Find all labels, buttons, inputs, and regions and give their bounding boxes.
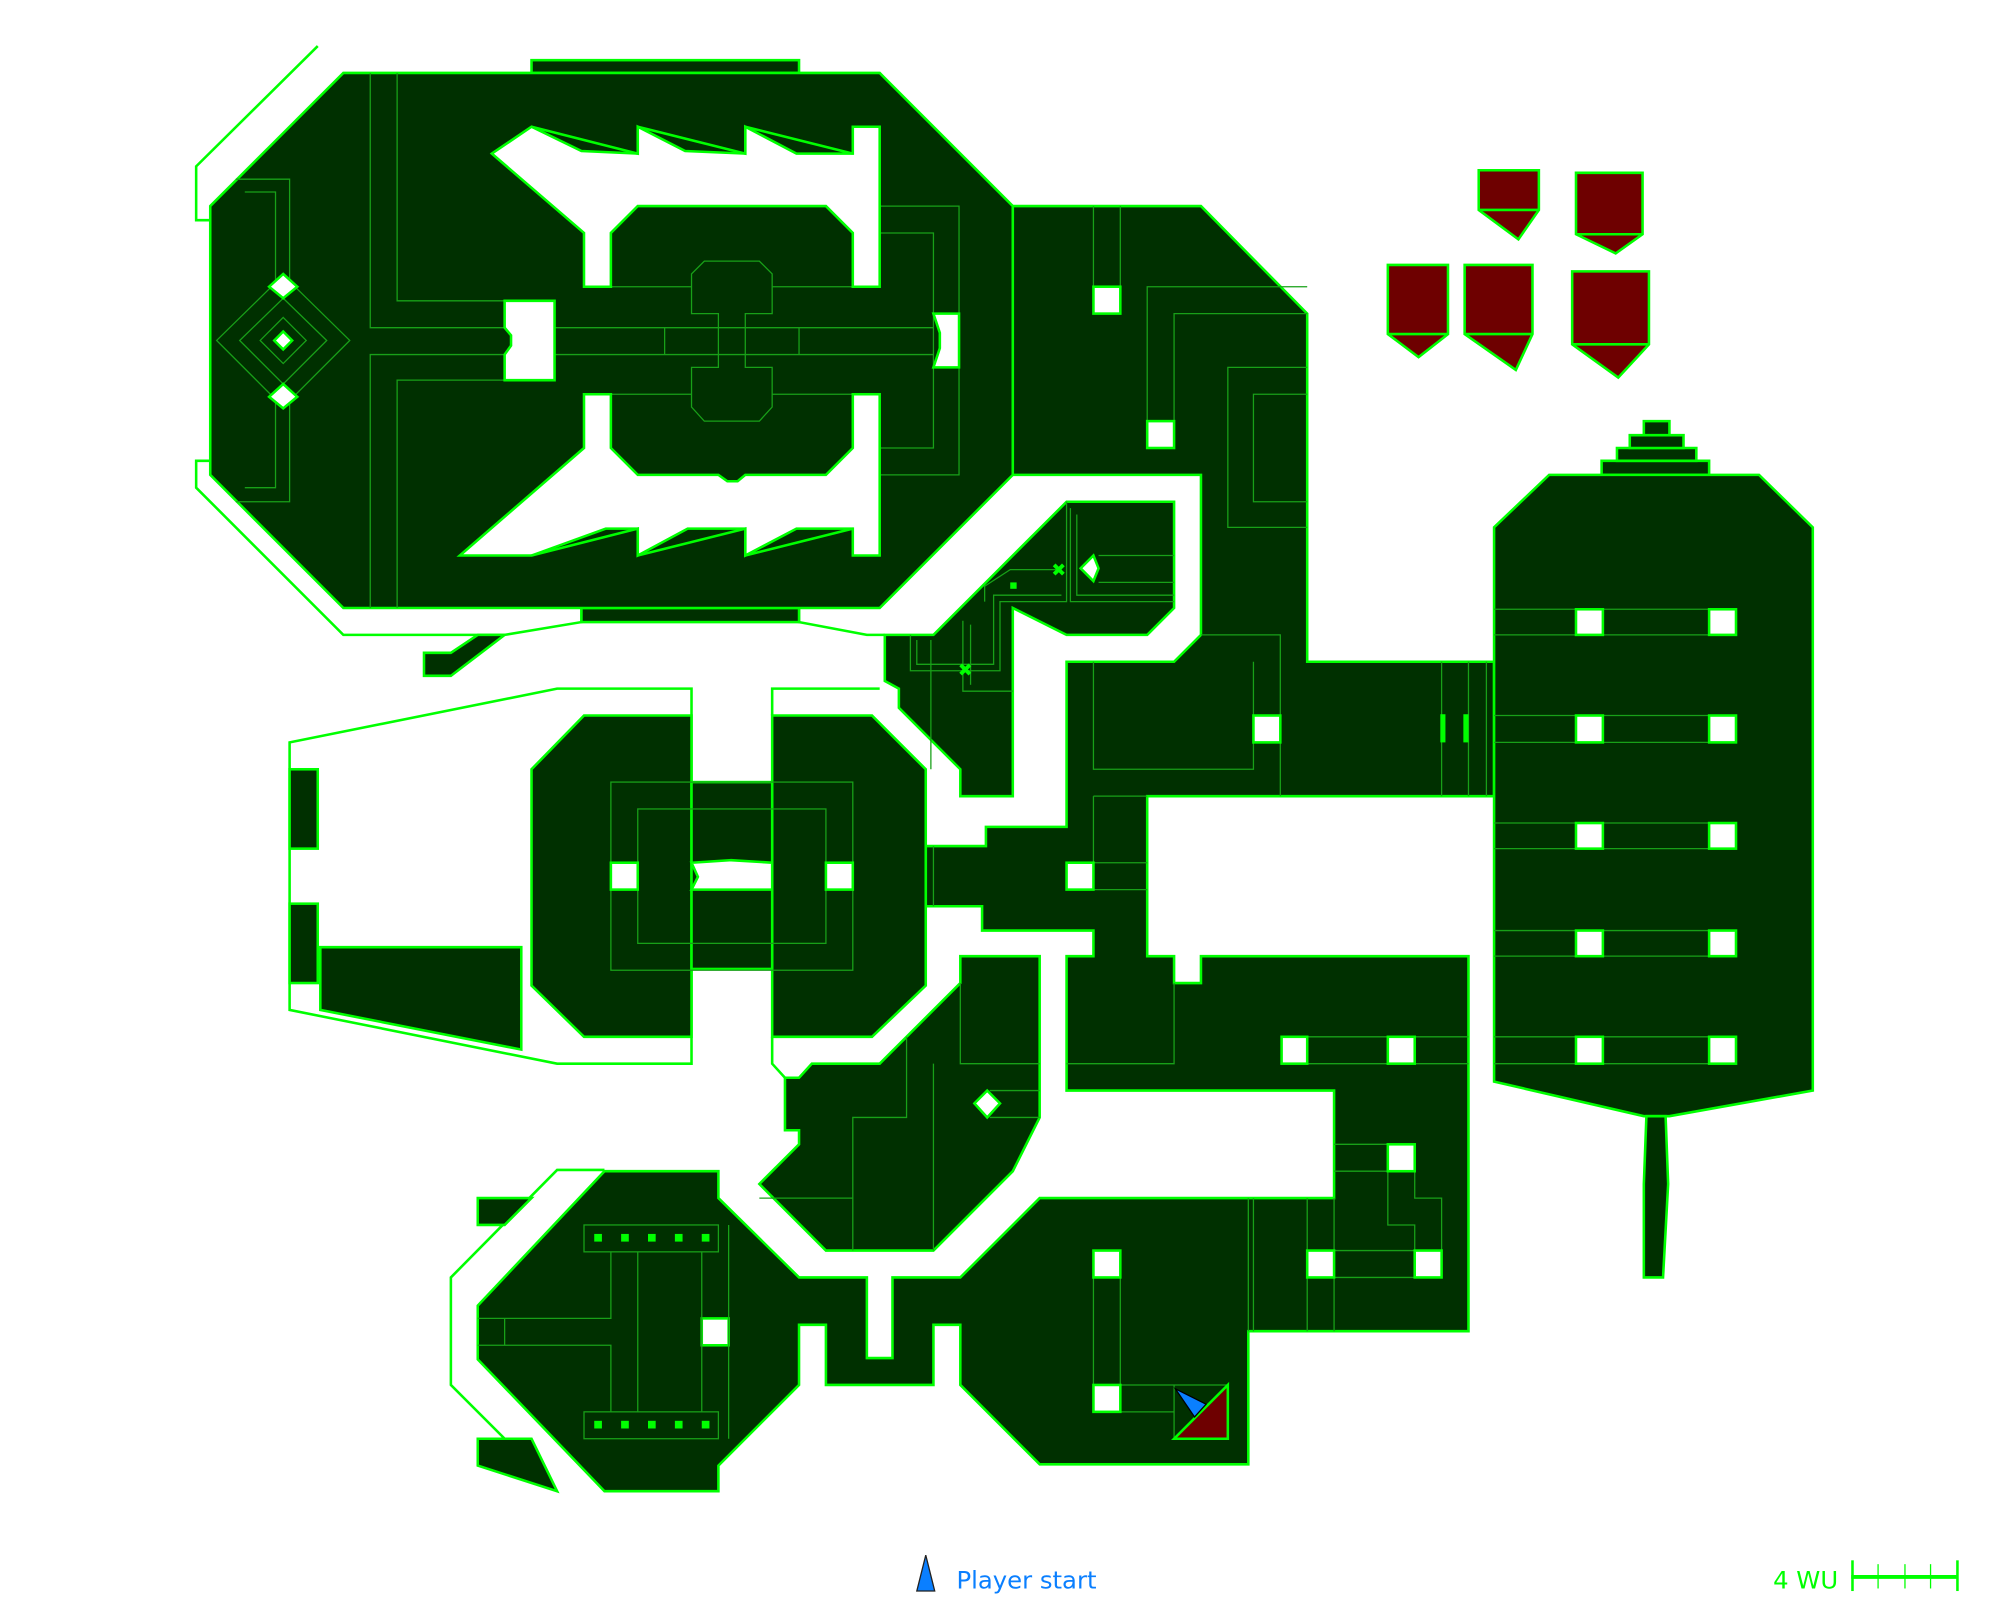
west-ledge bbox=[319, 945, 523, 1052]
west-courtyard-outline bbox=[288, 687, 693, 1065]
central-inner-lines bbox=[759, 206, 1488, 1439]
west-block bbox=[288, 768, 320, 850]
east-hall-pillars bbox=[1574, 608, 1738, 1065]
southwest-lights bbox=[594, 1233, 710, 1429]
east-hall-lines bbox=[1494, 608, 1736, 1065]
teleport-pad bbox=[1010, 582, 1017, 589]
stair-step bbox=[1628, 433, 1685, 450]
southwest-lines bbox=[477, 1224, 730, 1440]
stair-step bbox=[1642, 419, 1671, 437]
key-markers bbox=[1386, 168, 1651, 380]
legend-player-start-label: Player start bbox=[956, 1565, 1096, 1594]
courtyard-edge bbox=[770, 1036, 786, 1079]
bottom-ledge bbox=[580, 606, 801, 624]
door-marker bbox=[1078, 553, 1100, 584]
legend-player-icon bbox=[915, 1555, 936, 1592]
courtyard-edge bbox=[770, 687, 880, 716]
legend-scale-label: 4 WU bbox=[1773, 1565, 1838, 1594]
west-block bbox=[288, 902, 320, 985]
bar-marker bbox=[1440, 714, 1446, 743]
pillar-hole bbox=[931, 312, 961, 369]
lower-cutout bbox=[456, 392, 881, 558]
lower-spike-lines bbox=[531, 526, 854, 558]
stair-step bbox=[1615, 446, 1698, 463]
door-marker bbox=[972, 1088, 1002, 1120]
outer-wall-line bbox=[194, 45, 319, 222]
diamond-hole bbox=[267, 382, 300, 410]
cross-marker-icon: ✖ bbox=[1051, 560, 1066, 581]
east-hall bbox=[1492, 473, 1815, 1118]
stair-step bbox=[1600, 459, 1711, 477]
east-exit-corridor bbox=[1642, 1114, 1670, 1279]
exit-marker bbox=[1170, 1381, 1230, 1440]
outer-wall-line bbox=[797, 608, 885, 637]
pillar-hole bbox=[503, 299, 556, 382]
octagon-inner-lines bbox=[215, 72, 1025, 608]
central-holes bbox=[700, 285, 1443, 1414]
pillar-hole bbox=[824, 861, 855, 891]
upper-spike-lines bbox=[531, 125, 854, 156]
bridge-gap bbox=[689, 858, 774, 891]
southwest-outline bbox=[449, 1168, 605, 1493]
top-ledge bbox=[530, 58, 801, 75]
southwest-step bbox=[476, 1437, 560, 1494]
diagonal-passage bbox=[883, 500, 1176, 798]
scale-bar bbox=[1851, 1560, 1959, 1592]
small-step bbox=[422, 633, 509, 678]
diamond-hole bbox=[267, 272, 300, 300]
pillar-hole bbox=[609, 861, 640, 891]
southwest-step bbox=[476, 1196, 535, 1227]
bar-marker bbox=[1463, 714, 1469, 743]
south-room bbox=[757, 954, 1041, 1252]
cross-marker-icon: ✖ bbox=[958, 660, 973, 681]
player-start-arrow-icon bbox=[1173, 1387, 1208, 1418]
diamond-hole bbox=[272, 329, 294, 352]
